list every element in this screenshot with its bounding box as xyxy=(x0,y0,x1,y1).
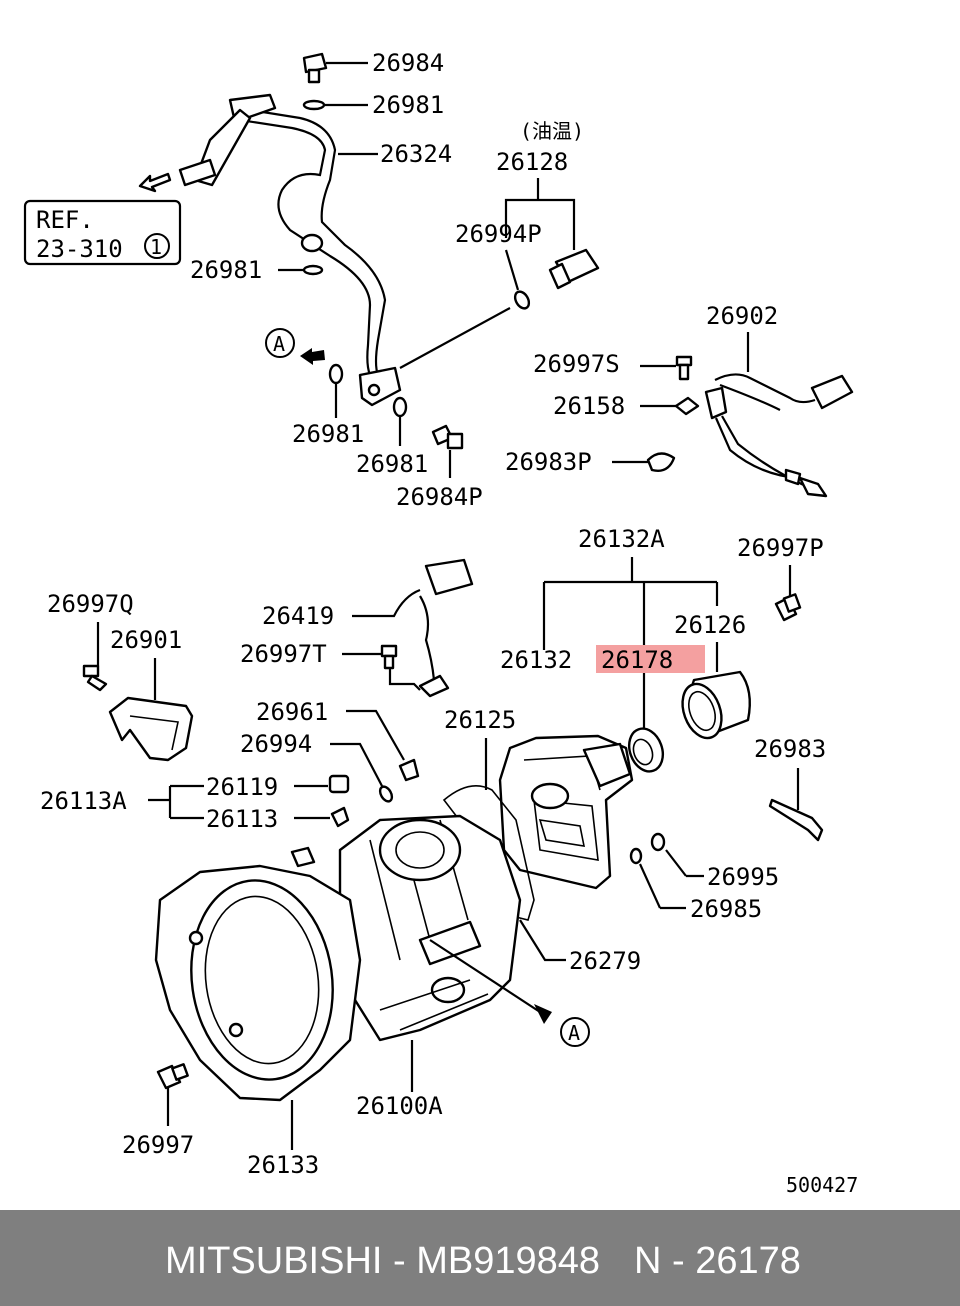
label-26997s: 26997S xyxy=(533,350,620,378)
label-26961: 26961 xyxy=(256,698,328,726)
harness-26902 xyxy=(704,373,854,498)
svg-text:A: A xyxy=(273,332,285,356)
label-26113: 26113 xyxy=(206,805,278,833)
bolt-26984 xyxy=(302,52,328,84)
highlight-26178 xyxy=(596,645,705,673)
label-26279: 26279 xyxy=(569,947,641,975)
footer-brand-part-number: MITSUBISHI - MB919848 xyxy=(165,1240,601,1282)
transfer-cover-26132 xyxy=(498,734,634,890)
label-26985: 26985 xyxy=(690,895,762,923)
label-26997t: 26997T xyxy=(240,640,327,668)
label-26901: 26901 xyxy=(110,626,182,654)
label-26997q: 26997Q xyxy=(47,590,134,618)
label-26126: 26126 xyxy=(674,611,746,639)
ref-line1: REF. xyxy=(36,206,94,234)
label-26125: 26125 xyxy=(444,706,516,734)
label-26132: 26132 xyxy=(500,646,572,674)
ref-line2: 23-310 xyxy=(36,235,123,263)
ref-circled-number: 1 xyxy=(150,235,162,259)
footer-reference-number: N - 26178 xyxy=(634,1240,801,1282)
label-oil-temp-note: (油温) xyxy=(520,119,584,143)
bolt-26984p xyxy=(431,424,464,450)
label-26984p: 26984P xyxy=(396,483,483,511)
label-26133: 26133 xyxy=(247,1151,319,1179)
label-26984: 26984 xyxy=(372,49,444,77)
label-26997: 26997 xyxy=(122,1131,194,1159)
oil-seal-26178 xyxy=(627,727,665,773)
pipe-26324 xyxy=(178,93,402,407)
bolt-26997 xyxy=(156,1063,189,1090)
label-26981-top: 26981 xyxy=(372,91,444,119)
parts-diagram: 26984 26981 26324 REF. 23-310 1 26981 A … xyxy=(23,49,858,1197)
label-26119: 26119 xyxy=(206,773,278,801)
label-26997p: 26997P xyxy=(737,534,824,562)
bell-housing-26133 xyxy=(154,846,362,1102)
sleeve-26126 xyxy=(681,670,751,740)
label-26132a: 26132A xyxy=(578,525,665,553)
label-26902: 26902 xyxy=(706,302,778,330)
label-26981-c: 26981 xyxy=(292,420,364,448)
sensor-26128 xyxy=(548,248,600,290)
label-26983p: 26983P xyxy=(505,448,592,476)
label-26983: 26983 xyxy=(754,735,826,763)
svg-text:A: A xyxy=(568,1021,580,1045)
transmission-26100a xyxy=(338,814,522,1042)
label-26178: 26178 xyxy=(601,646,673,674)
label-26324: 26324 xyxy=(380,140,452,168)
label-26113a: 26113A xyxy=(40,787,127,815)
label-26158: 26158 xyxy=(553,392,625,420)
bracket-26901 xyxy=(108,696,194,762)
ref-box: REF. 23-310 1 xyxy=(23,199,182,266)
label-26128: 26128 xyxy=(496,148,568,176)
label-26981-d: 26981 xyxy=(356,450,428,478)
drawing-number: 500427 xyxy=(786,1173,858,1197)
label-26994: 26994 xyxy=(240,730,312,758)
speed-sensor-26419 xyxy=(352,558,474,698)
label-26981-left: 26981 xyxy=(190,256,262,284)
footer-bar: MITSUBISHI - MB919848 N - 26178 xyxy=(0,1210,960,1306)
bolt-26997q xyxy=(82,664,108,692)
label-26100a: 26100A xyxy=(356,1092,443,1120)
view-a-marker-bottom: A xyxy=(534,1004,590,1047)
label-26995: 26995 xyxy=(707,863,779,891)
bolt-26997p xyxy=(774,593,802,622)
bolt-26997t xyxy=(380,644,398,670)
view-a-marker-top: A xyxy=(265,328,325,365)
label-26994p: 26994P xyxy=(455,220,542,248)
label-26419: 26419 xyxy=(262,602,334,630)
